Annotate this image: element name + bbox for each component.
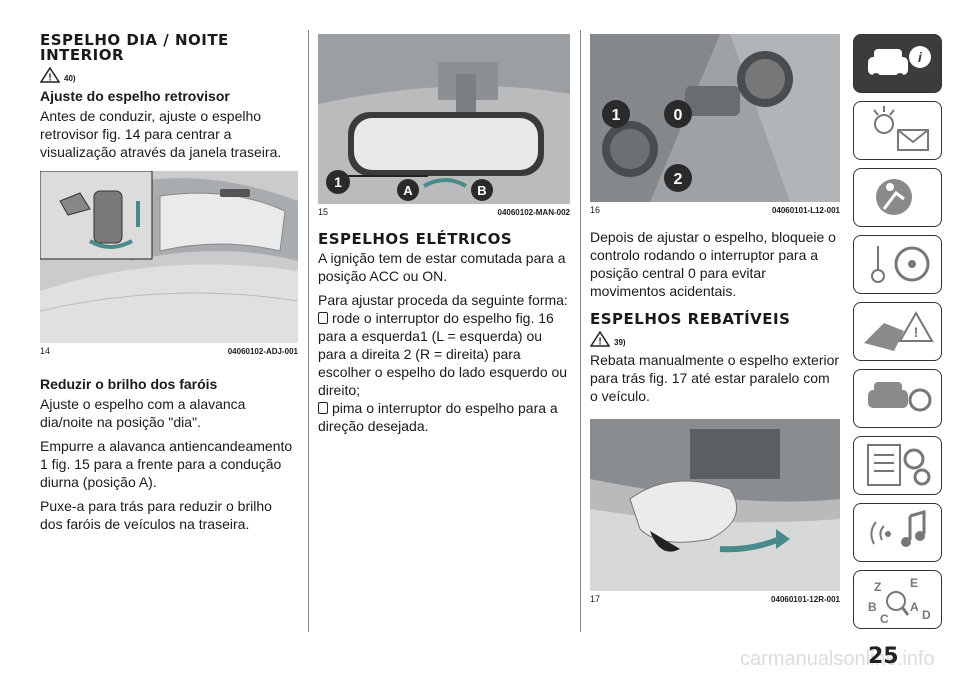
warning-lights-icon [873,106,929,151]
starting-driving-icon [871,246,930,283]
svg-text:D: D [922,608,931,622]
subheading-reduce-glare: Reduzir o brilho dos faróis [40,376,218,392]
tab-safety[interactable] [853,168,942,227]
figure-15-image: 1 A B [318,34,570,204]
figure-code: 04060102-MAN-002 [497,208,571,217]
column-3: 1 0 2 16 04060101-L12-001 Depois de ajus… [590,0,840,605]
figure-number: 14 [40,346,51,356]
figure-number: 16 [590,205,601,215]
figure-17-image [590,419,840,591]
figure-code: 04060101-12R-001 [771,595,840,604]
section-title-electric-mirrors: ESPELHOS ELÉTRICOS [318,230,513,248]
svg-text:!: ! [914,324,919,340]
tab-multimedia[interactable] [853,503,942,562]
column-divider [580,30,581,632]
column-2: 1 A B 15 04060102-MAN-002 ESPELHOS ELÉTR… [318,0,570,435]
index-icon: Z E B A C D [868,576,931,626]
page-number: 25 [868,644,899,669]
tab-car-info[interactable]: i [853,34,942,93]
watermark: carmanualsonline.info [740,648,935,670]
tab-starting-driving[interactable] [853,235,942,294]
note-ref: 39) [614,338,626,347]
warning-note: ! 39) [590,327,840,347]
column-1: ESPELHO DIA / NOITE INTERIOR ! 40) Ajust… [40,0,298,533]
paragraph: Puxe-a para trás para reduzir o brilho d… [40,498,272,532]
callout-2: 2 [674,171,683,188]
figure-16-image: 1 0 2 [590,34,840,202]
svg-text:i: i [918,49,923,65]
figure-14-image [40,171,298,343]
section-title-folding-mirrors: ESPELHOS REBATÍVEIS [590,310,791,328]
figure-16-caption: 16 04060101-L12-001 [590,205,840,216]
safety-icon [876,179,912,215]
paragraph: Para ajustar proceda da seguinte forma: [318,292,568,308]
figure-number: 17 [590,594,601,604]
tab-technical-data[interactable] [853,436,942,495]
note-ref: 40) [64,74,76,83]
callout-b: B [477,183,486,198]
svg-text:E: E [910,576,918,590]
warning-triangle-icon: ! [590,331,610,347]
paragraph: Antes de conduzir, ajuste o espelho retr… [40,108,282,160]
bullet-box-icon [318,312,328,324]
column-divider [308,30,309,632]
svg-text:C: C [880,612,889,626]
figure-15-caption: 15 04060102-MAN-002 [318,207,570,218]
callout-0: 0 [674,107,683,124]
paragraph: Depois de ajustar o espelho, bloqueie o … [590,229,836,299]
svg-text:A: A [910,600,919,614]
service-icon [868,382,932,412]
bullet-box-icon [318,402,328,414]
tab-warning-lights[interactable] [853,101,942,160]
paragraph: Empurre a alavanca antiencandeamento 1 f… [40,438,293,490]
tab-emergency[interactable]: ! [853,302,942,361]
tab-service[interactable] [853,369,942,428]
figure-14-caption: 14 04060102-ADJ-001 [40,346,298,357]
section-title-day-night-mirror: ESPELHO DIA / NOITE INTERIOR [40,31,229,64]
warning-triangle-icon: ! [40,67,60,83]
paragraph: Rebata manualmente o espelho exterior pa… [590,352,840,404]
figure-code: 04060102-ADJ-001 [227,347,298,356]
list-item: pima o interruptor do espelho para a dir… [318,399,570,435]
car-info-icon: i [868,46,931,81]
list-item: rode o interruptor do espelho fig. 16 pa… [318,309,570,399]
multimedia-icon [870,510,926,547]
figure-code: 04060101-L12-001 [771,206,840,215]
paragraph: Ajuste o espelho com a alavanca dia/noit… [40,396,246,430]
svg-text:Z: Z [874,580,881,594]
list-item-text: rode o interruptor do espelho fig. 16 pa… [318,310,568,398]
callout-1: 1 [612,107,621,124]
paragraph: A ignição tem de estar comutada para a p… [318,250,566,284]
warning-note: ! 40) [40,63,298,83]
tab-index[interactable]: Z E B A C D [853,570,942,629]
svg-text:!: ! [598,337,601,348]
subheading-adjust-mirror: Ajuste do espelho retrovisor [40,88,230,104]
callout-1: 1 [334,174,342,190]
figure-17-caption: 17 04060101-12R-001 [590,594,840,605]
list-item-text: pima o interruptor do espelho para a dir… [318,400,558,434]
svg-text:B: B [868,600,877,614]
chapter-tabs: i ! Z E B A C D [853,34,944,637]
callout-a: A [403,183,413,198]
svg-text:!: ! [48,73,51,84]
emergency-icon: ! [864,310,934,351]
figure-number: 15 [318,207,329,217]
technical-data-icon [867,444,931,486]
